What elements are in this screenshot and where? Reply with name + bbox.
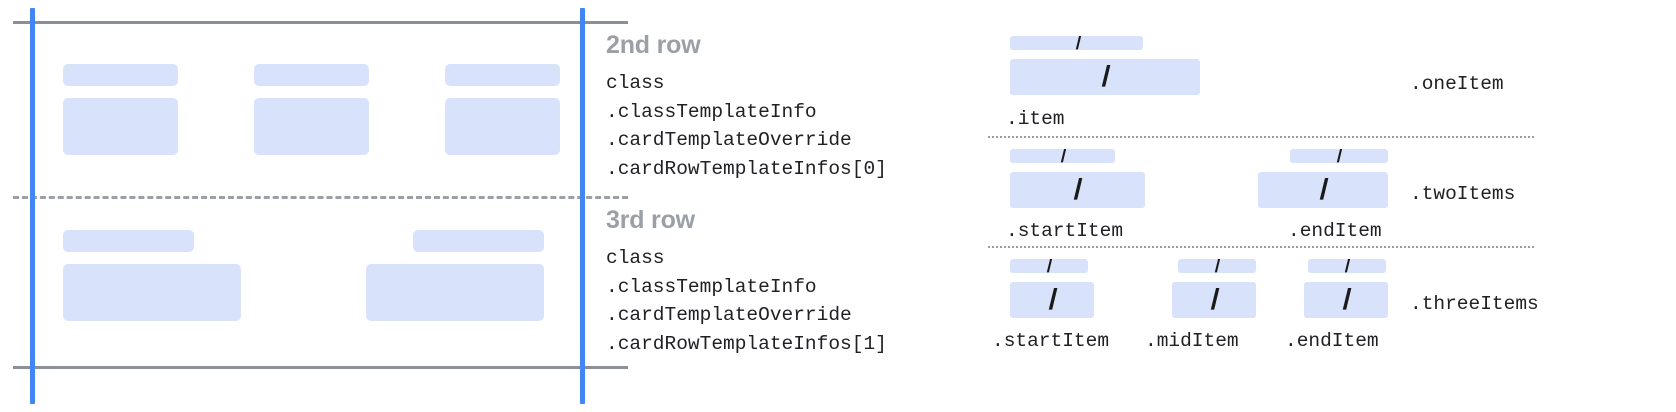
three-items-right-label: .threeItems: [1410, 293, 1539, 315]
slash-glyph: /: [1046, 256, 1054, 276]
two-items-start-caption: .startItem: [1006, 220, 1124, 242]
row1-cell2-label-bar: [254, 64, 369, 86]
one-item-caption: .item: [1006, 108, 1065, 130]
slash-glyph: /: [1073, 173, 1084, 206]
slash-glyph: /: [1075, 33, 1082, 53]
three-items-start-content-slot: /: [1010, 282, 1094, 318]
card-bottom-rule: [13, 366, 628, 369]
slash-glyph: /: [1214, 256, 1222, 276]
annotation-third-row: 3rd row class .classTemplateInfo .cardTe…: [606, 208, 887, 358]
two-items-start-label-slot: /: [1010, 146, 1115, 166]
card-row-divider: [13, 196, 628, 199]
row1-cell1-content-box: [63, 98, 178, 155]
card-top-rule: [13, 21, 628, 24]
row1-cell3-label-bar: [445, 64, 560, 86]
two-items-end-caption: .endItem: [1288, 220, 1382, 242]
row1-cell3-content-box: [445, 98, 560, 155]
annotation-code-line: .cardRowTemplateInfos[1]: [606, 332, 887, 355]
annotation-code-line: .classTemplateInfo: [606, 100, 817, 123]
three-items-end-content-slot: /: [1304, 282, 1388, 318]
card-left-guide: [30, 8, 35, 404]
one-item-right-label: .oneItem: [1410, 73, 1504, 95]
three-items-start-caption: .startItem: [992, 330, 1110, 352]
two-items-right-label: .twoItems: [1410, 183, 1516, 205]
variant-divider-2: [988, 246, 1534, 248]
three-items-end-label-slot: /: [1308, 256, 1386, 276]
row1-cell2-content-box: [254, 98, 369, 155]
row2-cell1-content-box: [63, 264, 241, 321]
slash-glyph: /: [1344, 256, 1352, 276]
slash-glyph: /: [1342, 283, 1352, 316]
annotation-heading: 3rd row: [606, 206, 695, 234]
two-items-end-content-slot: /: [1258, 172, 1388, 208]
slash-glyph: /: [1336, 146, 1344, 166]
card-row-schematic: [0, 0, 640, 412]
two-items-end-label-slot: /: [1290, 146, 1388, 166]
row2-cell1-label-bar: [63, 230, 194, 252]
one-item-content-slot: /: [1010, 59, 1200, 95]
annotation-code-line: .classTemplateInfo: [606, 275, 817, 298]
card-right-guide: [580, 8, 585, 404]
annotation-heading: 2nd row: [606, 31, 701, 59]
one-item-label-slot: /: [1010, 33, 1143, 53]
row1-cell1-label-bar: [63, 64, 178, 86]
annotation-second-row: 2nd row class .classTemplateInfo .cardTe…: [606, 33, 887, 183]
annotation-code-line: .cardRowTemplateInfos[0]: [606, 157, 887, 180]
slash-glyph: /: [1101, 60, 1111, 93]
row2-cell2-content-box: [366, 264, 544, 321]
three-items-mid-label-slot: /: [1178, 256, 1256, 276]
three-items-start-label-slot: /: [1010, 256, 1088, 276]
three-items-mid-caption: .midItem: [1145, 330, 1239, 352]
slash-glyph: /: [1048, 283, 1058, 316]
row2-cell2-label-bar: [413, 230, 544, 252]
three-items-mid-content-slot: /: [1172, 282, 1256, 318]
item-variants-panel: / / .item .oneItem / / .startItem / /: [980, 0, 1676, 412]
annotation-code-line: .cardTemplateOverride: [606, 129, 852, 151]
variant-divider-1: [988, 136, 1534, 138]
slash-glyph: /: [1060, 146, 1067, 166]
three-items-end-caption: .endItem: [1285, 330, 1379, 352]
slash-glyph: /: [1210, 283, 1220, 316]
annotation-code-line: class: [606, 72, 665, 94]
two-items-start-content-slot: /: [1010, 172, 1145, 208]
annotation-code-line: class: [606, 247, 665, 269]
annotation-code-line: .cardTemplateOverride: [606, 304, 852, 326]
slash-glyph: /: [1319, 173, 1329, 206]
